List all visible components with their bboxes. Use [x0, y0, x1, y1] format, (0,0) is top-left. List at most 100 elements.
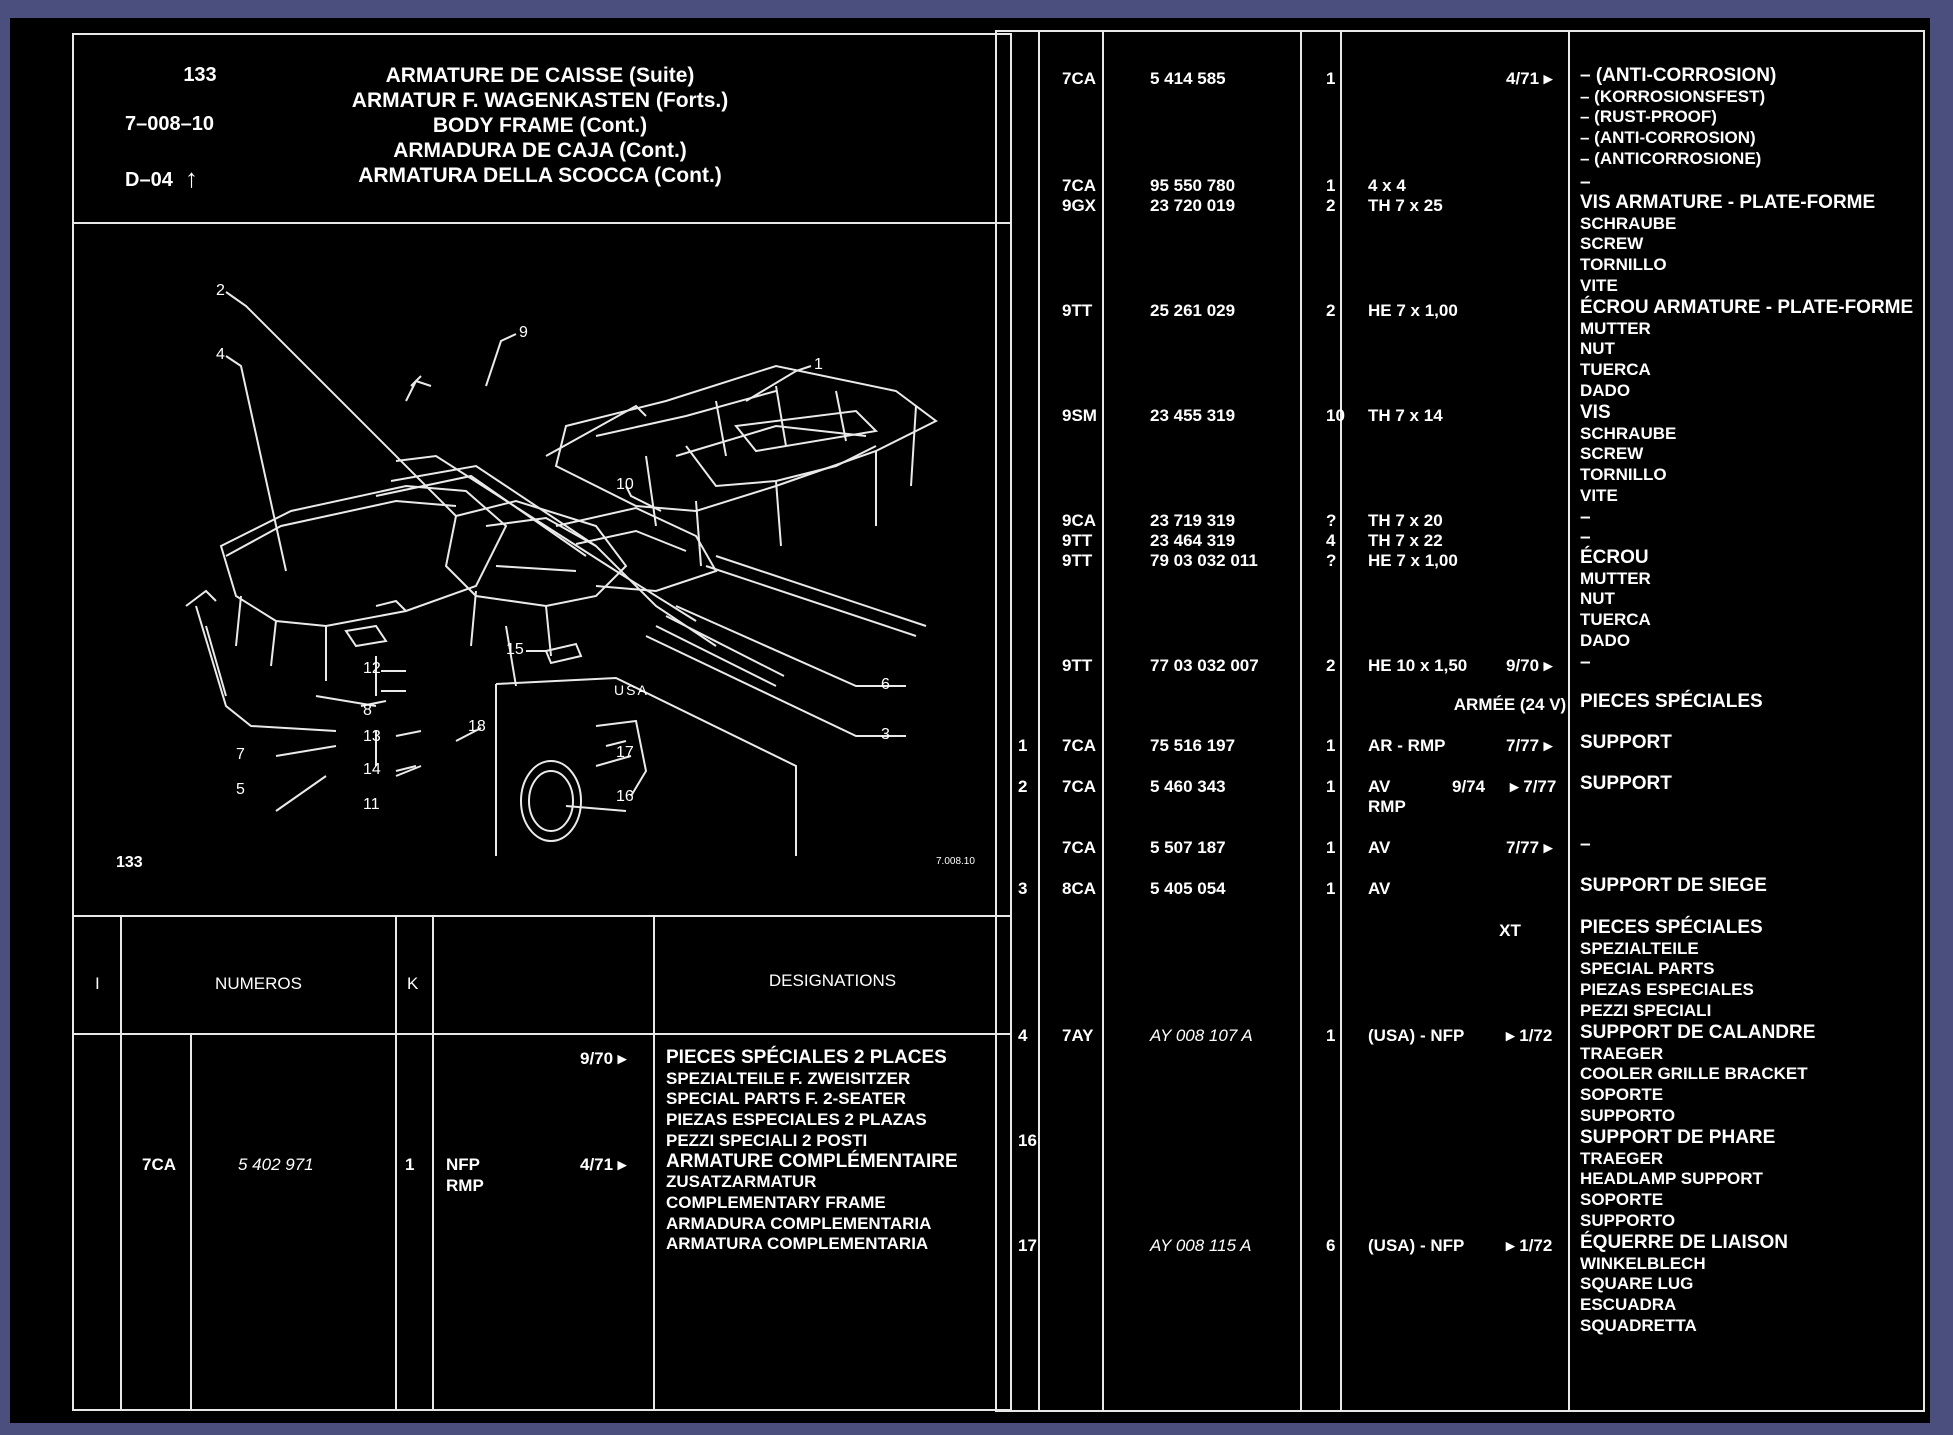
- row-code: 7CA: [1062, 69, 1097, 88]
- designation-line: SUPPORT DE SIEGE: [1580, 875, 1767, 896]
- row-part-number: 23 719 319: [1150, 511, 1236, 530]
- row-part-number: 5 414 585: [1150, 69, 1226, 88]
- callout-15: 15: [506, 641, 524, 658]
- designation-line: ESCUADRA: [1580, 1295, 1677, 1315]
- designation-line: TRAEGER: [1580, 1148, 1664, 1168]
- row-date: 7/77 ▸: [1506, 838, 1553, 857]
- designation-line: NUT: [1580, 589, 1615, 609]
- row-part-number: 23 720 019: [1150, 196, 1236, 215]
- col-line-code: [1102, 30, 1104, 1412]
- row-date: ▸ 1/72: [1506, 1026, 1553, 1045]
- callout-1: 1: [814, 356, 823, 373]
- row-qty: 1: [1326, 1026, 1336, 1045]
- row-code: 7CA: [1062, 838, 1097, 857]
- designation-line: SCHRAUBE: [1580, 213, 1677, 233]
- row-designations: –: [1580, 172, 1591, 194]
- row-note: AV: [1368, 838, 1391, 857]
- row-code: 9CA: [1062, 511, 1097, 530]
- row-part-number: 25 261 029: [1150, 301, 1236, 320]
- row-qty: 10: [1326, 406, 1345, 425]
- col-header-numeros: NUMEROS: [215, 974, 302, 993]
- reference-code: D–04: [125, 169, 173, 191]
- section-code: 7–008–10: [125, 113, 214, 135]
- row-note: HE 7 x 1,00: [1368, 301, 1458, 320]
- designation-line: – (ANTI-CORROSION): [1580, 65, 1777, 86]
- callout-16: 16: [616, 788, 634, 805]
- row-qty: 2: [1326, 301, 1336, 320]
- row-ref: 16: [1018, 1131, 1037, 1150]
- usa-label: USA: [614, 682, 649, 698]
- row-designations: –: [1580, 652, 1591, 674]
- row-designations: –: [1580, 834, 1591, 856]
- col-line-ref: [1038, 30, 1040, 1412]
- callout-18: 18: [468, 718, 486, 735]
- row-qty: 1: [1326, 69, 1336, 88]
- row-note: AR - RMP: [1368, 736, 1446, 755]
- designation-line: SUPPORT DE CALANDRE: [1580, 1022, 1816, 1043]
- col-line-part: [190, 1033, 192, 1411]
- body-frame-drawing: [185, 291, 938, 856]
- designation-line: COMPLEMENTARY FRAME: [666, 1192, 886, 1212]
- table-head-bottom-line: [72, 1033, 1012, 1035]
- entry-note-rmp: RMP: [446, 1176, 484, 1195]
- designation-line: SPECIAL PARTS F. 2-SEATER: [666, 1089, 906, 1109]
- row-note: 4 x 4: [1368, 176, 1406, 195]
- designation-line: PIEZAS ESPECIALES 2 PLAZAS: [666, 1110, 927, 1130]
- col-header-i: I: [95, 974, 100, 993]
- designation-line: NUT: [1580, 339, 1615, 359]
- designation-line: SCHRAUBE: [1580, 423, 1677, 443]
- row-note: (USA) - NFP: [1368, 1026, 1465, 1045]
- callout-17: 17: [616, 744, 634, 761]
- entry-date-2: 4/71 ▸: [580, 1155, 627, 1174]
- row-variant: ARMÉE (24 V): [1453, 695, 1567, 714]
- designation-line: MUTTER: [1580, 568, 1651, 588]
- row-designations: PIECES SPÉCIALES: [1580, 691, 1763, 713]
- designation-line: ARMATURE COMPLÉMENTAIRE: [666, 1150, 958, 1172]
- designation-line: SCREW: [1580, 444, 1644, 464]
- callout-6: 6: [881, 676, 890, 693]
- designation-line: MUTTER: [1580, 318, 1651, 338]
- right-panel-frame: [995, 30, 1925, 1412]
- header-divider: [72, 222, 1012, 224]
- designation-line: – (ANTICORROSIONE): [1580, 148, 1762, 168]
- plate-number: 133: [183, 64, 217, 86]
- designation-line: SQUARE LUG: [1580, 1274, 1694, 1294]
- callout-11: 11: [363, 796, 380, 813]
- designation-line: ARMADURA COMPLEMENTARIA: [666, 1213, 932, 1233]
- parts-catalog-sheet: 133 7–008–10 D–04 ↑ ARMATURE DE CAISSE (…: [10, 18, 1930, 1423]
- entry-designations: PIECES SPÉCIALES 2 PLACES SPEZIALTEILE F…: [666, 1047, 958, 1255]
- row-code: 7CA: [1062, 176, 1097, 195]
- designation-line: SUPPORT: [1580, 773, 1672, 794]
- callout-10: 10: [616, 476, 634, 493]
- col-header-designations: DESIGNATIONS: [768, 971, 897, 990]
- row-code: 9TT: [1062, 551, 1093, 570]
- col-line-notes: [653, 915, 655, 1411]
- row-ref: 17: [1018, 1236, 1037, 1255]
- row-note: AV: [1368, 777, 1391, 796]
- row-part-number: 79 03 032 011: [1150, 551, 1258, 570]
- row-code: 7CA: [1062, 777, 1097, 796]
- row-part-number: 95 550 780: [1150, 176, 1236, 195]
- designation-line: TUERCA: [1580, 360, 1651, 380]
- title-fr: ARMATURE DE CAISSE (Suite): [385, 64, 695, 87]
- row-designations: SUPPORT: [1580, 732, 1672, 754]
- title-es: ARMADURA DE CAJA (Cont.): [393, 139, 687, 162]
- designation-line: VITE: [1580, 275, 1618, 295]
- entry-date-1: 9/70 ▸: [580, 1049, 627, 1068]
- callout-3: 3: [881, 726, 890, 743]
- row-code: 9GX: [1062, 196, 1097, 215]
- entry-qty: 1: [405, 1155, 415, 1174]
- title-de: ARMATUR F. WAGENKASTEN (Forts.): [351, 89, 729, 112]
- row-note: TH 7 x 20: [1368, 511, 1443, 530]
- col-header-k: K: [407, 974, 419, 993]
- designation-line: DADO: [1580, 380, 1631, 400]
- row-designations: SUPPORT: [1580, 773, 1672, 795]
- row-note: (USA) - NFP: [1368, 1236, 1465, 1255]
- designation-line: VIS: [1580, 402, 1611, 423]
- row-part-number: 23 464 319: [1150, 531, 1236, 550]
- designation-line: SOPORTE: [1580, 1190, 1664, 1210]
